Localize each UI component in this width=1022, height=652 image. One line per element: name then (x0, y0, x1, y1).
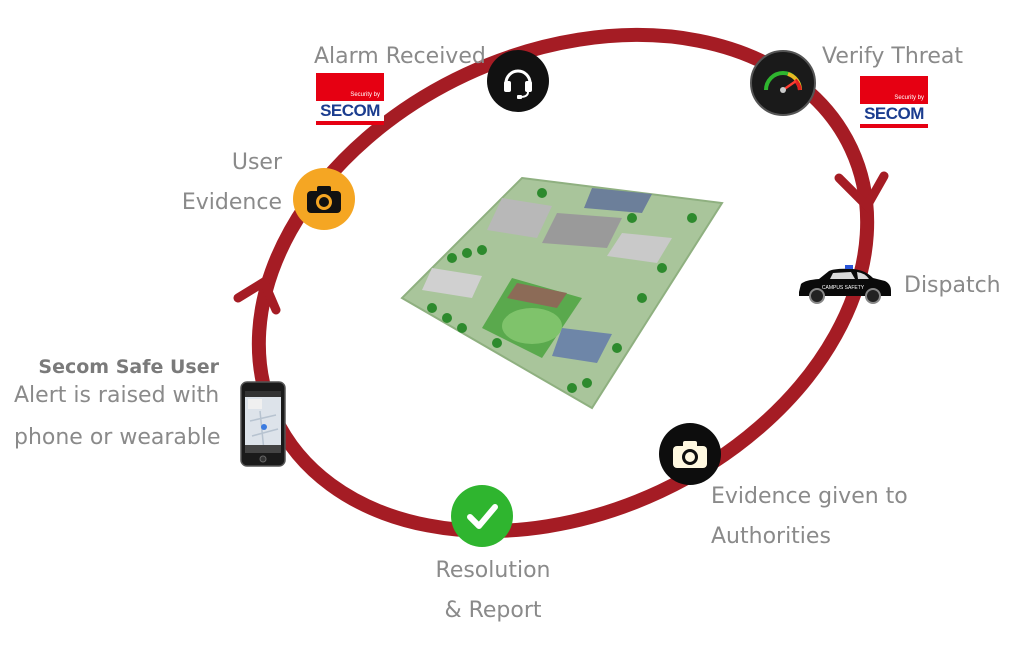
secom-logo: Security by SECOM (860, 76, 928, 128)
resolution-line1: Resolution (435, 558, 551, 583)
alarm-received-label: Alarm Received (314, 44, 486, 69)
secom-logo-tag: Security by (350, 92, 380, 98)
resolution-line2: & Report (444, 598, 542, 624)
gauge-icon (750, 50, 816, 116)
secom-logo: Security by SECOM (316, 73, 384, 125)
dispatch-label: Dispatch (904, 273, 1001, 298)
secom-safe-user-line2: phone or wearable (14, 425, 221, 451)
user-evidence-line2: Evidence (181, 190, 282, 216)
user-evidence-label: User Evidence (170, 150, 282, 231)
evidence-authorities-line2: Authorities (711, 524, 831, 550)
camera-icon (659, 423, 721, 485)
resolution-label: Resolution & Report (428, 558, 558, 639)
smartphone-icon (240, 381, 286, 467)
checkmark-icon (451, 485, 513, 547)
secom-safe-user-label: Secom Safe User Alert is raised with pho… (14, 356, 221, 452)
evidence-authorities-label: Evidence given to Authorities (711, 484, 908, 565)
camera-icon (293, 168, 355, 230)
user-evidence-line1: User (231, 150, 282, 175)
police-car-icon: CAMPUS SAFETY (799, 265, 891, 304)
campus-map-image (400, 176, 724, 410)
secom-safe-user-line1: Alert is raised with (14, 382, 220, 408)
headset-icon (487, 50, 549, 112)
secom-logo-tag: Security by (894, 95, 924, 101)
secom-logo-text: SECOM (320, 101, 380, 120)
arrow-right-icon (834, 171, 889, 214)
secom-logo-text: SECOM (864, 104, 924, 123)
arrow-left-icon (233, 275, 281, 315)
car-door-text: CAMPUS SAFETY (822, 285, 865, 291)
evidence-authorities-line1: Evidence given to (711, 484, 908, 509)
verify-threat-label: Verify Threat (822, 44, 963, 69)
secom-safe-user-title: Secom Safe User (38, 356, 219, 378)
